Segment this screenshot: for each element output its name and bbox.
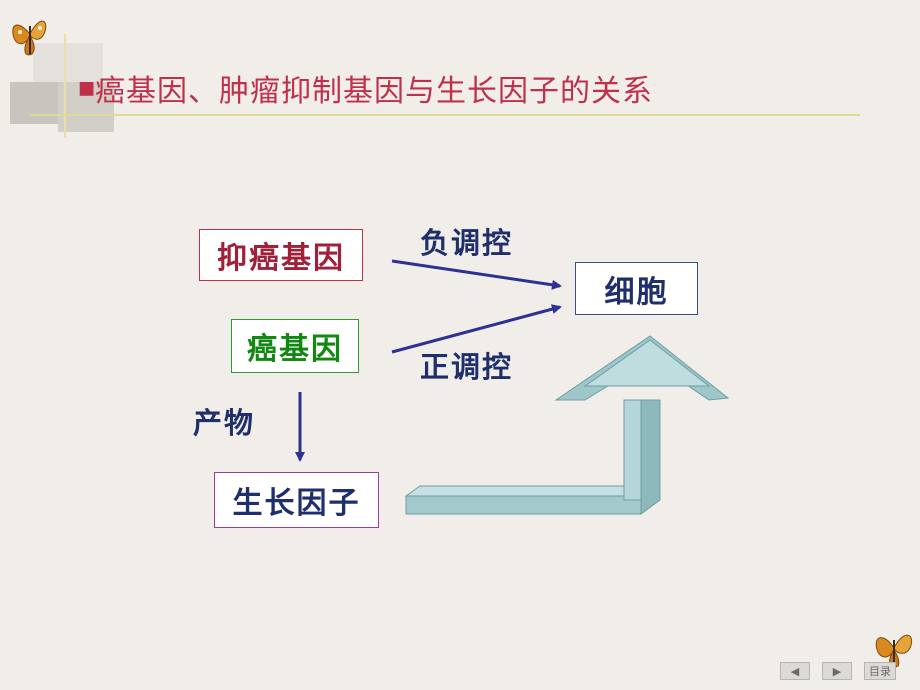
toc-button[interactable]: 目录 [864,662,896,680]
prev-arrow-icon: ◀ [790,664,800,678]
label-positive-regulation: 正调控 [420,350,514,384]
title-bullet: ■ [78,77,96,99]
prev-slide-button[interactable]: ◀ [780,662,810,680]
decor-square-mid [58,82,114,132]
butterfly-icon [12,20,47,56]
box-suppressor-gene: 抑癌基因 [199,229,363,281]
arrow-negative-icon [391,259,562,290]
box-oncogene-label: 癌基因 [247,332,343,367]
box-suppressor-gene-label: 抑癌基因 [217,241,345,276]
next-slide-button[interactable]: ▶ [822,662,852,680]
box-cell: 细胞 [575,262,698,315]
label-product: 产物 [193,406,256,440]
decor-line-vertical [64,34,66,138]
box-growth-factor: 生长因子 [214,472,379,528]
arrow-positive-icon [391,304,562,354]
next-arrow-icon: ▶ [832,664,842,678]
box-oncogene: 癌基因 [231,319,359,373]
box-growth-factor-label: 生长因子 [232,486,361,521]
page-title: ■癌基因、肿瘤抑制基因与生长因子的关系 [78,66,653,110]
toc-label: 目录 [869,665,891,678]
label-negative-regulation: 负调控 [420,226,514,260]
title-text: 癌基因、肿瘤抑制基因与生长因子的关系 [95,74,654,109]
bent-arrow-3d-icon [404,335,730,515]
title-underline [30,114,860,116]
box-cell-label: 细胞 [604,274,669,310]
